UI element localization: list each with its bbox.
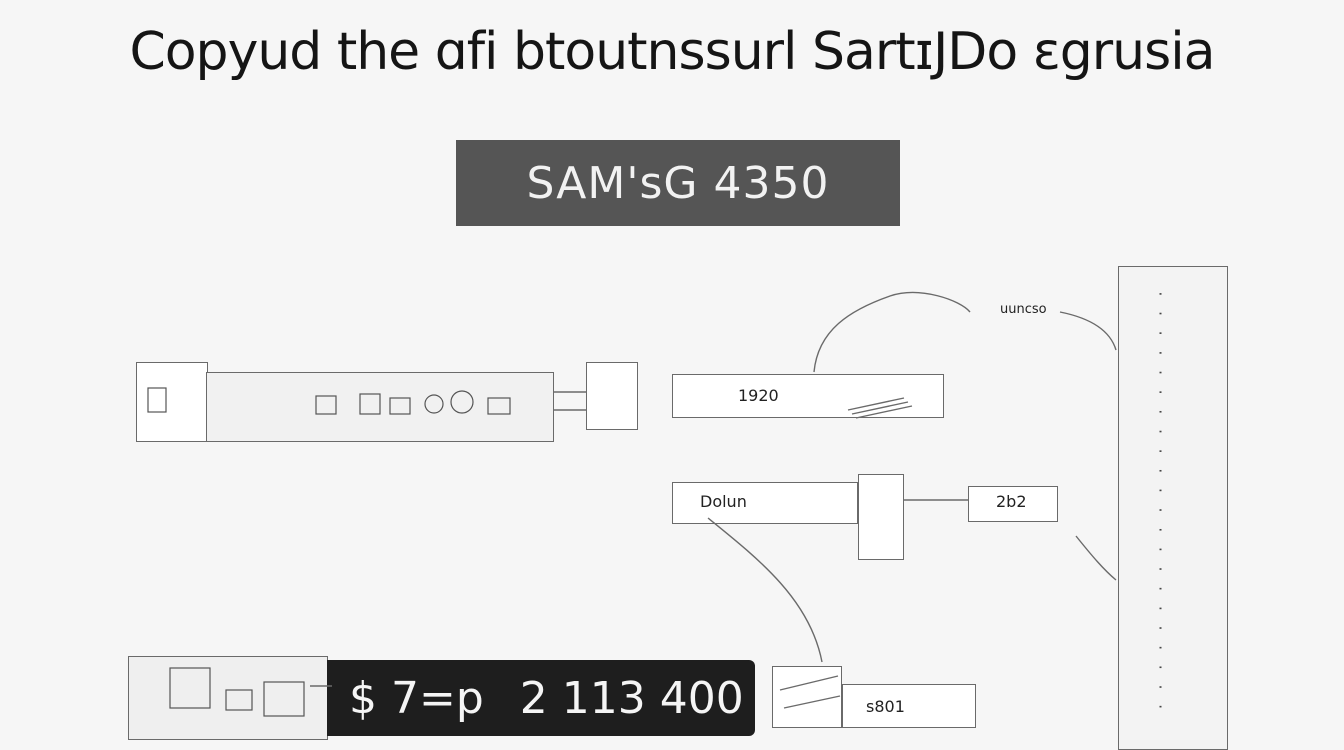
adapter-block	[858, 474, 904, 560]
wire-left-down	[707, 517, 823, 663]
wire-strip-link	[554, 391, 586, 411]
bottom-label-box-label: s801	[866, 697, 905, 716]
model-banner-text: SAM'sG 4350	[526, 157, 830, 209]
price-banner: $ 7=p 2 113 400	[327, 660, 755, 736]
price-prefix: $ 7=p	[349, 672, 484, 724]
connector-box-mid-label: 1920	[738, 386, 779, 405]
device-strip-end	[586, 362, 638, 430]
wire-bottom-hatch	[779, 675, 841, 709]
price-amount: 2 113 400	[519, 672, 744, 724]
bottom-connector-box	[772, 666, 842, 728]
bottom-device-chip-3	[263, 681, 305, 717]
connector-box-left	[672, 482, 858, 524]
strip-chip-3	[359, 393, 381, 415]
strip-chip-2	[315, 395, 337, 415]
model-banner: SAM'sG 4350	[456, 140, 900, 226]
bottom-device-left	[128, 656, 328, 740]
wire-diagonal	[1075, 535, 1117, 581]
bottom-device-chip-1	[169, 667, 211, 709]
bottom-label-box	[842, 684, 976, 728]
page-title: Cᴏpyud the ɑfi btoutnssurl SartɪJDo ɛgru…	[129, 22, 1215, 82]
strip-chip-5	[487, 397, 511, 415]
strip-dot-1	[424, 394, 444, 414]
connector-box-left-label: Dolun	[700, 492, 747, 511]
wire-hatch	[847, 397, 913, 419]
tall-side-panel	[1118, 266, 1228, 750]
connector-box-right	[968, 486, 1058, 522]
strip-dot-2	[450, 390, 474, 414]
side-panel-glyphs: · · · · · · · · · · · · · · · · · · · · …	[1152, 290, 1167, 713]
bottom-device-chip-2	[225, 689, 253, 711]
strip-chip-4	[389, 397, 411, 415]
wire-top	[813, 291, 971, 373]
top-right-tag-label: uuncso	[1000, 302, 1047, 317]
strip-chip-1	[147, 387, 167, 413]
wire-top-right	[1059, 311, 1117, 351]
connector-box-mid	[672, 374, 944, 418]
connector-box-right-label: 2b2	[996, 492, 1027, 511]
